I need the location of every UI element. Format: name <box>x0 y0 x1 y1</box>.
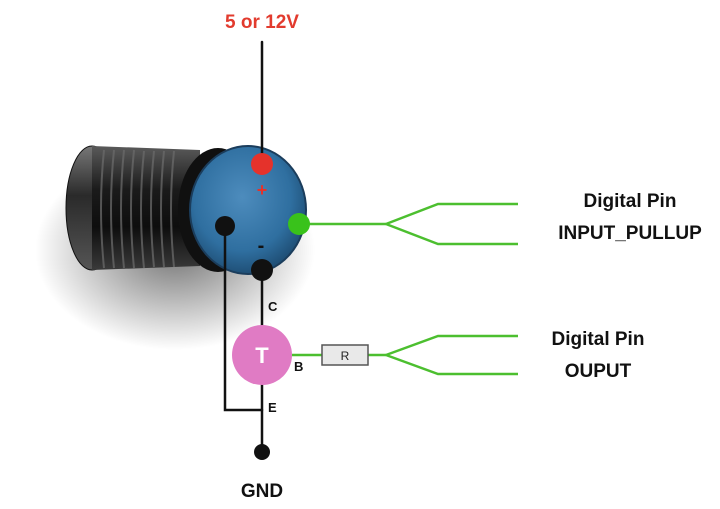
plus-sign: + <box>257 180 268 200</box>
negative-terminal <box>251 259 273 281</box>
input-pin-mode: INPUT_PULLUP <box>558 223 702 244</box>
ground-terminal <box>254 444 270 460</box>
resistor-label: R <box>341 349 350 363</box>
emitter-label: E <box>268 400 277 415</box>
output-pin-mode: OUPUT <box>565 361 632 382</box>
minus-sign: - <box>258 235 265 257</box>
wires <box>223 40 264 454</box>
supply-voltage-label: 5 or 12V <box>225 12 299 33</box>
input-signal-wire <box>300 202 518 246</box>
ground-label: GND <box>241 481 283 502</box>
positive-terminal <box>251 153 273 175</box>
button-cap <box>189 145 307 275</box>
push-button <box>35 145 315 350</box>
resistor-symbol <box>321 344 369 366</box>
collector-label: C <box>268 299 278 314</box>
transistor-label: T <box>255 343 269 368</box>
led-terminal <box>215 216 235 236</box>
button-barrel <box>92 146 200 270</box>
input-pin-title: Digital Pin <box>584 191 677 212</box>
lamp-return-wire <box>223 224 264 412</box>
button-threads <box>100 149 175 269</box>
input-terminal <box>288 213 310 235</box>
base-label: B <box>294 359 303 374</box>
output-signal-wire <box>292 334 518 376</box>
output-pin-title: Digital Pin <box>552 329 645 350</box>
transistor-symbol <box>232 325 292 385</box>
